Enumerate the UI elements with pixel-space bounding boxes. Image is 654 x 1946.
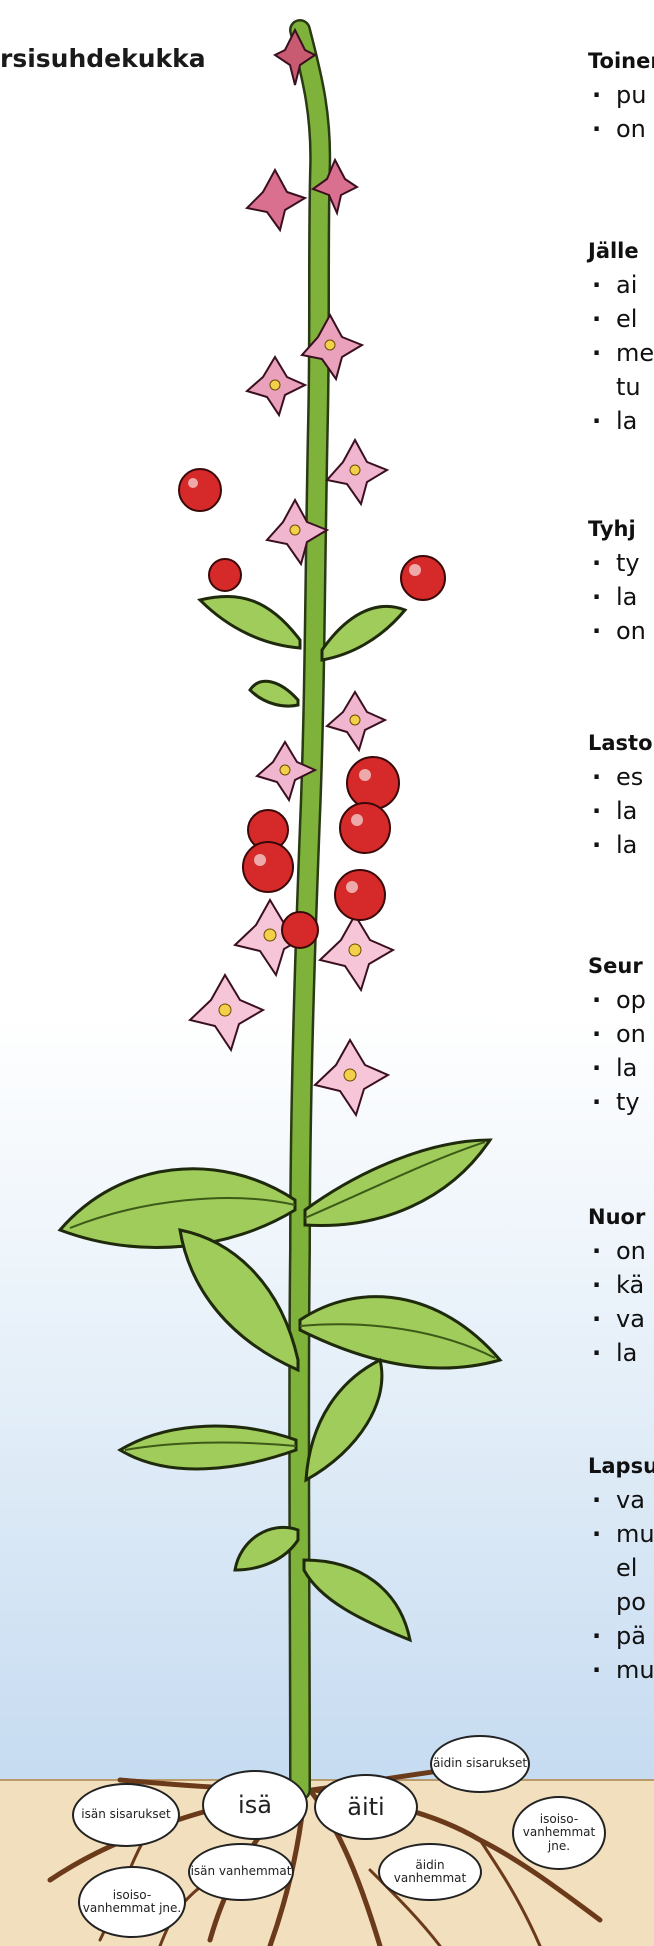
list-item: mu xyxy=(588,1517,654,1551)
list-item: ty xyxy=(588,1085,654,1119)
root-bubble-isa: isä xyxy=(202,1770,308,1840)
root-bubble-aidin-sisarukset: äidin sisarukset xyxy=(430,1735,530,1793)
list-item: mu xyxy=(588,1653,654,1687)
root-bubble-isoiso-aidin: isoiso- vanhemmat jne. xyxy=(512,1796,606,1870)
list-item: ty xyxy=(588,546,654,580)
section-seur: Seur op on la ty xyxy=(588,953,654,1119)
section-lapsu: Lapsu va mu el po pä mu xyxy=(588,1453,654,1687)
section-lasto: Lasto es la la xyxy=(588,730,654,862)
section-jalle: Jälle ai el me tu la xyxy=(588,238,654,438)
section-heading: Lasto xyxy=(588,730,654,756)
section-heading: Seur xyxy=(588,953,654,979)
list-item: va xyxy=(588,1302,654,1336)
section-heading: Tyhj xyxy=(588,516,654,542)
section-toinen: Toinen pu on xyxy=(588,48,654,146)
section-heading: Lapsu xyxy=(588,1453,654,1479)
list-item: la xyxy=(588,1336,654,1370)
list-item: es xyxy=(588,760,654,794)
root-bubble-isoiso-isan: isoiso- vanhemmat jne. xyxy=(78,1866,186,1938)
list-item: on xyxy=(588,112,654,146)
list-item: la xyxy=(588,794,654,828)
list-item: la xyxy=(588,828,654,862)
section-nuor: Nuor on kä va la xyxy=(588,1204,654,1370)
list-item: el xyxy=(588,302,654,336)
root-bubble-isan-vanhemmat: isän vanhemmat xyxy=(188,1843,294,1901)
section-heading: Nuor xyxy=(588,1204,654,1230)
list-item: va xyxy=(588,1483,654,1517)
list-item: op xyxy=(588,983,654,1017)
list-item: tu xyxy=(588,370,654,404)
list-item: on xyxy=(588,1017,654,1051)
list-item: el xyxy=(588,1551,654,1585)
section-heading: Toinen xyxy=(588,48,654,74)
list-item: la xyxy=(588,1051,654,1085)
list-item: on xyxy=(588,614,654,648)
list-item: pu xyxy=(588,78,654,112)
root-bubble-isan-sisarukset: isän sisarukset xyxy=(72,1783,180,1847)
list-item: on xyxy=(588,1234,654,1268)
list-item: po xyxy=(588,1585,654,1619)
list-item: la xyxy=(588,404,654,438)
root-bubble-aidin-vanhemmat: äidin vanhemmat xyxy=(378,1843,482,1901)
section-tyhj: Tyhj ty la on xyxy=(588,516,654,648)
list-item: me xyxy=(588,336,654,370)
list-item: kä xyxy=(588,1268,654,1302)
page-title: rsisuhdekukka xyxy=(0,44,206,73)
list-item: la xyxy=(588,580,654,614)
root-bubble-aiti: äiti xyxy=(314,1774,418,1840)
list-item: pä xyxy=(588,1619,654,1653)
section-heading: Jälle xyxy=(588,238,654,264)
list-item: ai xyxy=(588,268,654,302)
